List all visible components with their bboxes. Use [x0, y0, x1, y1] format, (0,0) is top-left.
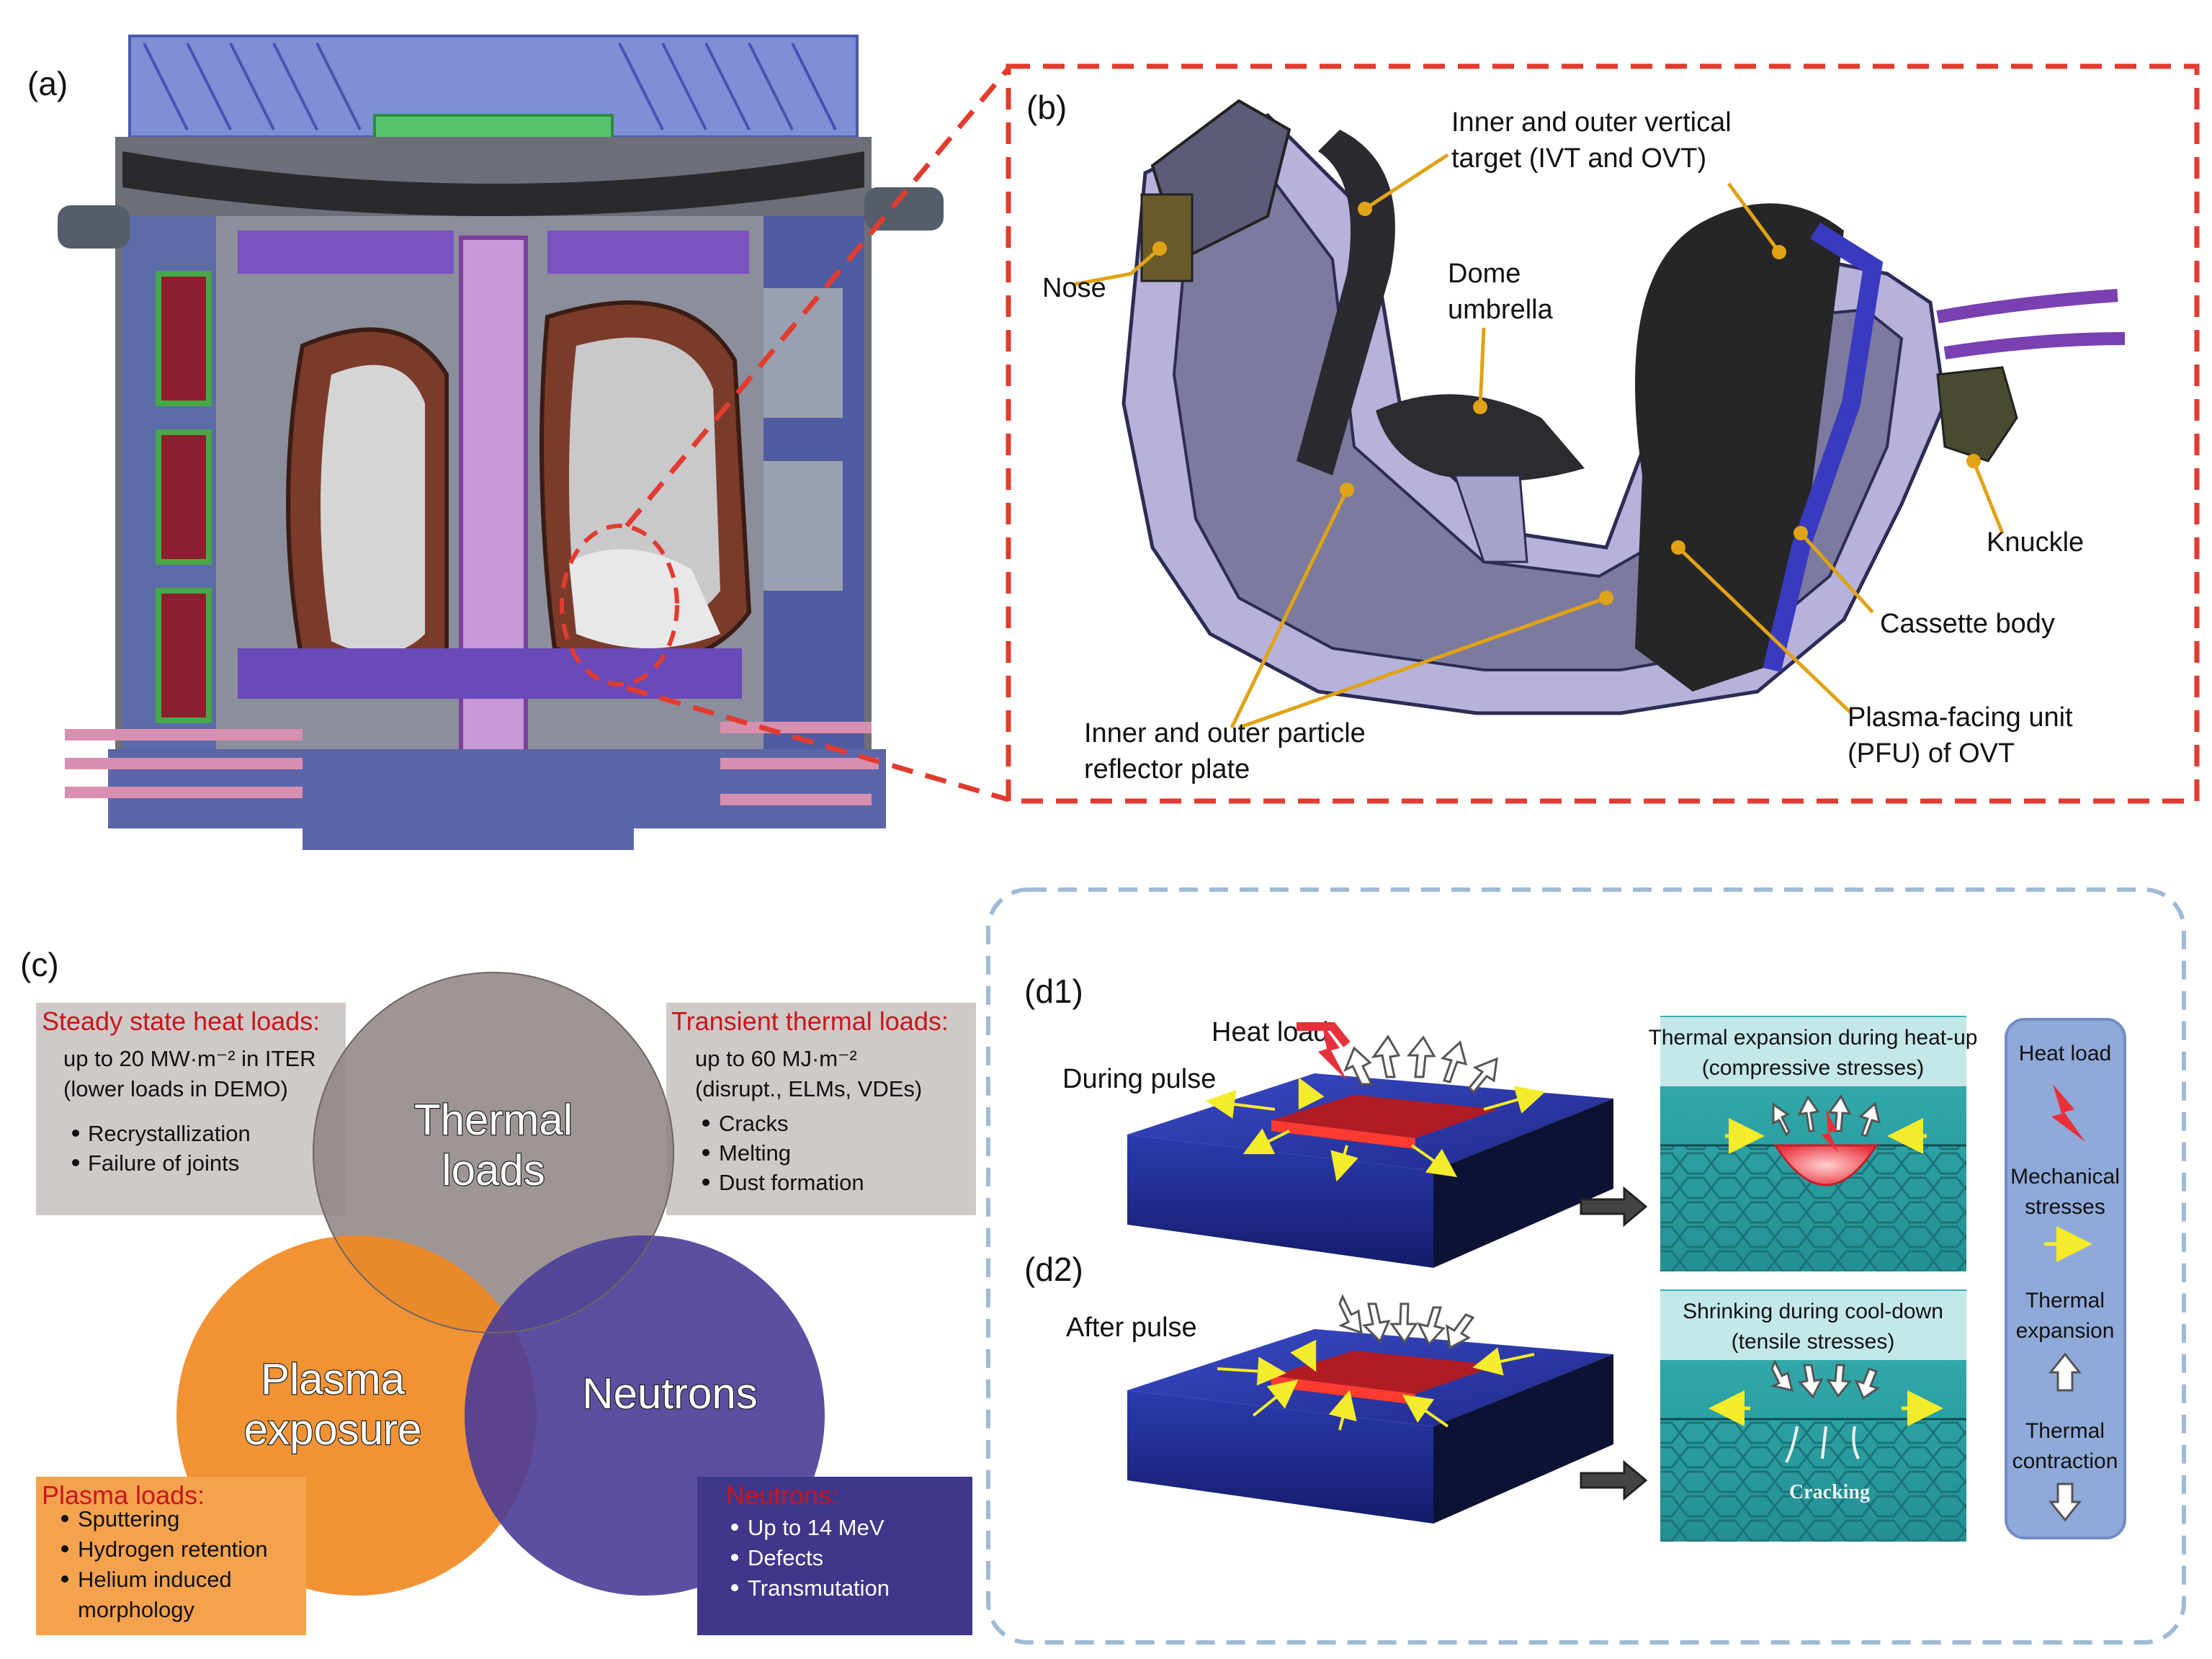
legend-heat-load: Heat load	[2019, 1042, 2111, 1065]
panel-b: (b)	[1006, 63, 2200, 804]
panel-d1-label: (d1)	[1024, 972, 1083, 1010]
steady-line1: up to 20 MW·m⁻² in ITER	[63, 1046, 316, 1071]
plasma-label-1: Plasma	[261, 1355, 406, 1403]
micro1-caption-1: Thermal expansion during heat-up	[1649, 1026, 1978, 1050]
transient-item-2: Melting	[719, 1140, 791, 1166]
plasma-loads-title: Plasma loads:	[42, 1480, 205, 1510]
micro2-caption-1: Shrinking during cool-down	[1683, 1300, 1943, 1323]
plasma-item-2: Hydrogen retention	[78, 1537, 268, 1562]
label-nose: Nose	[1042, 273, 1106, 303]
panel-d2-label: (d2)	[1024, 1251, 1083, 1288]
label-reflector-2: reflector plate	[1084, 754, 1250, 784]
legend-panel: Heat load Mechanical stresses Thermal ex…	[2005, 1018, 2126, 1539]
neutron-item-1: Up to 14 MeV	[748, 1515, 885, 1540]
flow-arrows	[1580, 1186, 1648, 1501]
callout-dots	[1152, 202, 1981, 605]
label-ivt-ovt-1: Inner and outer vertical	[1451, 107, 1732, 138]
after-pulse-label: After pulse	[1066, 1313, 1197, 1343]
panel-b-frame	[1006, 63, 2200, 804]
neutrons-label: Neutrons	[582, 1369, 757, 1418]
neutrons-box	[697, 1477, 972, 1635]
microstructure-cooldown: Cracking Shrinking during cool-down (ten…	[1660, 1289, 1966, 1542]
transient-heat-box	[666, 1003, 976, 1215]
plasma-item-3: Helium induced	[78, 1567, 232, 1592]
steady-heat-box	[36, 1003, 346, 1215]
transient-heat-title: Transient thermal loads:	[671, 1006, 949, 1036]
zoom-line-bottom	[626, 685, 1009, 802]
panel-d-frame	[986, 887, 2186, 1645]
legend-mech-2: stresses	[2025, 1195, 2105, 1219]
label-pfu-1: Plasma-facing unit	[1848, 702, 2073, 733]
panel-b-label: (b)	[1026, 89, 1067, 126]
circle-labels: Thermal loads Plasma exposure Neutrons	[243, 1095, 758, 1455]
thermal-label-1: Thermal	[414, 1096, 573, 1144]
cracking-label: Cracking	[1789, 1481, 1870, 1503]
cassette-illustration	[1121, 99, 2126, 715]
label-dome-1: Dome	[1448, 259, 1521, 289]
neutron-item-3: Transmutation	[748, 1575, 890, 1601]
panel-c: (c) Thermal loads Plasma exposure Neutro…	[20, 946, 976, 1635]
legend-contraction-2: contraction	[2012, 1449, 2118, 1473]
steady-item-1: Recrystallization	[88, 1121, 251, 1146]
tokamak-illustration	[58, 35, 944, 850]
panel-a-label: (a)	[27, 65, 68, 102]
during-pulse-label: During pulse	[1062, 1064, 1216, 1094]
callout-labels: Inner and outer vertical target (IVT and…	[1042, 107, 2084, 784]
zoom-line-top	[624, 66, 1011, 528]
plasma-item-3-cont: morphology	[78, 1597, 194, 1622]
label-reflector-1: Inner and outer particle	[1084, 718, 1366, 748]
plasma-item-1: Sputtering	[78, 1506, 179, 1531]
legend-mech-1: Mechanical	[2010, 1165, 2120, 1189]
thermal-loads-outline	[313, 972, 674, 1333]
callout-lines	[1073, 153, 2005, 730]
label-dome-2: umbrella	[1448, 295, 1554, 325]
slab-during-pulse	[1127, 1022, 1613, 1268]
plasma-label-2: exposure	[244, 1405, 422, 1454]
contraction-arrow-icon	[2048, 1483, 2082, 1522]
plasma-loads-box	[36, 1477, 306, 1635]
transient-item-1: Cracks	[719, 1111, 788, 1136]
micro2-caption-2: (tensile stresses)	[1732, 1330, 1895, 1354]
heat-load-label: Heat load	[1212, 1017, 1329, 1047]
panel-a: (a)	[27, 35, 1011, 850]
microstructure-heatup: Thermal expansion during heat-up (compre…	[1649, 1016, 1978, 1271]
neutron-item-2: Defects	[748, 1545, 823, 1570]
label-cassette-body: Cassette body	[1880, 609, 2055, 639]
steady-heat-title: Steady state heat loads:	[42, 1006, 320, 1036]
label-ivt-ovt-2: target (IVT and OVT)	[1451, 143, 1706, 174]
transient-line1: up to 60 MJ·m⁻²	[695, 1046, 857, 1071]
panel-c-label: (c)	[20, 946, 59, 983]
plasma-loads-text: Plasma loads: Sputtering Hydrogen retent…	[42, 1480, 268, 1622]
neutrons-text: Neutrons: Up to 14 MeV Defects Transmuta…	[726, 1480, 890, 1601]
steady-heat-text: Steady state heat loads: up to 20 MW·m⁻²…	[42, 1006, 320, 1176]
steady-item-2: Failure of joints	[88, 1150, 239, 1176]
label-pfu-2: (PFU) of OVT	[1848, 738, 2015, 769]
legend-expansion-2: expansion	[2016, 1319, 2115, 1343]
thermal-label-2: loads	[442, 1146, 545, 1194]
panel-d: (d1) (d2) Heat load During pulse After p…	[986, 887, 2186, 1645]
micro1-caption-2: (compressive stresses)	[1702, 1056, 1924, 1080]
transient-line2: (disrupt., ELMs, VDEs)	[695, 1076, 922, 1101]
transient-heat-text: Transient thermal loads: up to 60 MJ·m⁻²…	[671, 1006, 949, 1195]
slab-after-pulse	[1127, 1294, 1613, 1524]
neutrons-box-title: Neutrons:	[726, 1480, 838, 1510]
label-knuckle: Knuckle	[1987, 527, 2084, 558]
legend-contraction-1: Thermal	[2025, 1419, 2105, 1443]
legend-expansion-1: Thermal	[2025, 1289, 2105, 1313]
expansion-arrow-icon	[2048, 1352, 2082, 1392]
heat-load-bolt-icon	[2051, 1084, 2085, 1142]
transient-item-3: Dust formation	[719, 1170, 864, 1195]
steady-line2: (lower loads in DEMO)	[63, 1076, 288, 1101]
